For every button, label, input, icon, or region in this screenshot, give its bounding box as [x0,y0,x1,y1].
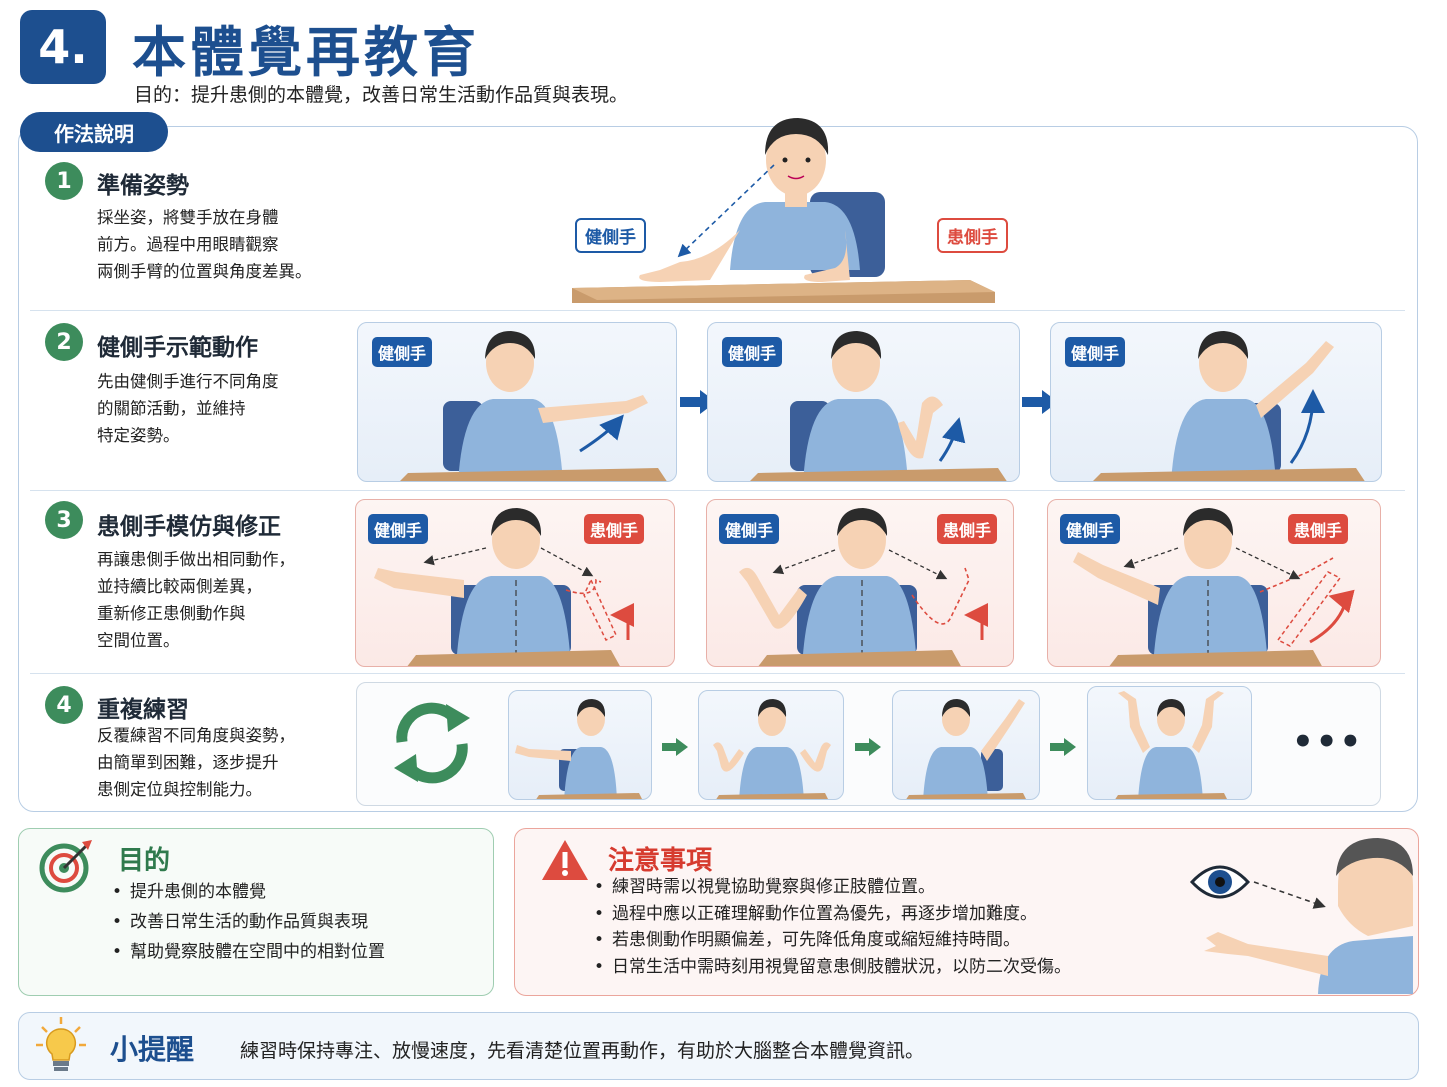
healthy-hand-tag: 健側手 [372,337,433,367]
healthy-hand-label: 健側手 [575,218,646,253]
caution-item: 若患側動作明顯偏差，可先降低角度或縮短維持時間。 [592,927,1071,954]
affected-hand-label: 患側手 [937,218,1008,253]
step-2-title: 健側手示範動作 [97,335,258,361]
eye-observation-illustration [1189,838,1413,994]
arrow-right-icon [662,738,688,756]
step-4-number: 4 [45,686,83,724]
goal-title: 目的 [118,846,171,876]
caution-item: 過程中應以正確理解動作位置為優先，再逐步增加難度。 [592,901,1071,928]
tip-box [18,1012,1419,1080]
step-3-title: 患側手模仿與修正 [97,514,281,540]
step-divider [30,490,1405,491]
arrow-right-icon [855,738,881,756]
caution-item: 練習時需以視覺協助覺察與修正肢體位置。 [592,874,1071,901]
step-divider [30,310,1405,311]
step-2-panel-1: 健側手 [357,322,677,482]
caution-title: 注意事項 [608,846,713,876]
step-4-pose-1 [508,690,652,800]
healthy-hand-tag: 健側手 [722,337,783,367]
lightbulb-icon [36,1017,86,1071]
step-2-description: 先由健側手進行不同角度的關節活動，並維持特定姿勢。 [97,372,279,445]
step-1-number: 1 [45,162,83,200]
step-4-pose-2 [698,690,844,800]
tip-text: 練習時保持專注、放慢速度，先看清楚位置再動作，有助於大腦整合本體覺資訊。 [240,1040,925,1062]
step-2-number: 2 [45,323,83,361]
step-1-illustration [572,118,995,303]
goal-item: 改善日常生活的動作品質與表現 [110,907,385,937]
arrow-right-icon [1050,738,1076,756]
healthy-hand-tag: 健側手 [1065,337,1126,367]
page-title: 本體覺再教育 [132,21,480,84]
step-4-pose-3 [892,690,1040,800]
step-1-title: 準備姿勢 [97,173,189,199]
step-4-title: 重複練習 [97,697,189,723]
step-3-panel-2: 健側手 患側手 [706,499,1014,667]
more-ellipsis: ••• [1292,722,1364,762]
caution-item: 日常生活中需時刻用視覺留意患側肢體狀況，以防二次受傷。 [592,954,1071,981]
step-3-description: 再讓患側手做出相同動作，並持續比較兩側差異，重新修正患側動作與空間位置。 [97,550,295,650]
goal-item: 提升患側的本體覺 [110,877,385,907]
step-3-panel-1: 健側手 患側手 [355,499,675,667]
affected-hand-tag: 患側手 [584,514,645,544]
tip-title: 小提醒 [110,1033,195,1066]
page-subtitle: 目的：提升患側的本體覺，改善日常生活動作品質與表現。 [134,84,629,106]
method-frame [18,126,1418,812]
affected-hand-tag: 患側手 [1288,514,1349,544]
step-3-number: 3 [45,501,83,539]
repeat-cycle-icon [394,702,470,784]
arrow-right-icon [1022,390,1058,414]
step-4-description: 反覆練習不同角度與姿勢，由簡單到困難，逐步提升患側定位與控制能力。 [97,726,295,799]
step-3-panel-3: 健側手 患側手 [1047,499,1381,667]
warning-icon [542,840,588,880]
healthy-hand-tag: 健側手 [719,514,780,544]
step-divider [30,673,1405,674]
healthy-hand-tag: 健側手 [368,514,429,544]
goal-list: 提升患側的本體覺 改善日常生活的動作品質與表現 幫助覺察肢體在空間中的相對位置 [110,877,385,967]
affected-hand-tag: 患側手 [937,514,998,544]
method-tag: 作法說明 [20,112,168,152]
step-2-panel-2: 健側手 [707,322,1020,482]
step-4-pose-4 [1087,686,1252,800]
step-2-panel-3: 健側手 [1050,322,1382,482]
goal-item: 幫助覺察肢體在空間中的相對位置 [110,937,385,967]
healthy-hand-tag: 健側手 [1060,514,1121,544]
caution-list: 練習時需以視覺協助覺察與修正肢體位置。 過程中應以正確理解動作位置為優先，再逐步… [592,874,1071,980]
target-icon [39,840,92,893]
step-1-description: 採坐姿，將雙手放在身體前方。過程中用眼睛觀察兩側手臂的位置與角度差異。 [97,208,312,281]
section-number-badge: 4. [20,10,106,84]
